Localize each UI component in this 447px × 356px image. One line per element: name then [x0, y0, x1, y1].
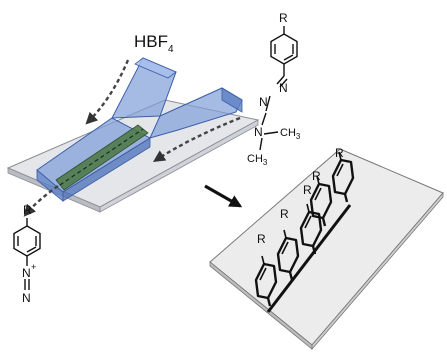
acid-label: HBF4 — [134, 32, 174, 55]
inlet-channel-lower-end — [221, 87, 243, 113]
film-baseline — [266, 204, 352, 313]
surface-plate-edge-right — [311, 191, 444, 351]
triazene-n2: N — [259, 95, 268, 109]
surface-r-label-2: R — [280, 207, 289, 221]
triazene-n1: N — [279, 81, 288, 95]
aryl-r-bond-1 — [261, 255, 265, 265]
aryl-ring-bond-2 — [281, 241, 289, 255]
methyl-label-b: CH3 — [247, 153, 268, 167]
acid-flow-arrow — [85, 59, 130, 125]
surface-r-label-4: R — [312, 169, 321, 183]
aryl-r-bond-3 — [306, 203, 310, 213]
aryl-r-bond-2 — [283, 229, 287, 239]
aryl-surface-bond-1 — [266, 297, 272, 307]
mixing-zone-centerline — [59, 128, 144, 186]
aryl-ring-bond-3 — [304, 215, 312, 229]
aryl-surface-bond-2 — [288, 271, 294, 281]
outlet-flow-arrow — [23, 185, 59, 217]
surface-r-label-1: R — [257, 232, 266, 246]
aryl-film — [254, 151, 355, 313]
triazene-n3: N — [254, 125, 263, 139]
surface-plate — [209, 148, 444, 346]
inlet-channel-upper-top — [134, 57, 177, 79]
aryl-ring-bond-4 — [314, 187, 322, 201]
microfluidic-chip — [6, 57, 260, 213]
reaction-arrow — [204, 184, 243, 208]
surface-r-label-5: R — [335, 146, 344, 160]
triazene-r-label: R — [279, 11, 288, 25]
grafted-surface — [209, 148, 444, 351]
aryl-surface-bond-4 — [321, 217, 327, 227]
surface-r-label-3: R — [303, 183, 312, 197]
diazonium-structure: R — [13, 203, 41, 290]
triazene-flow-arrow — [152, 116, 241, 162]
aryl-ring-bond-5 — [336, 163, 344, 177]
methyl-label-a: CH3 — [280, 127, 301, 141]
aryl-r-bond-5 — [338, 151, 342, 161]
aryl-r-bond-4 — [316, 175, 320, 185]
diazonium-charge: + — [31, 262, 36, 272]
chip-right-edge — [99, 119, 259, 213]
triazene-structure: R — [259, 11, 298, 151]
aryl-surface-bond-3 — [311, 245, 317, 255]
flow-arrows — [23, 59, 241, 217]
diazonium-n-terminal: N — [22, 291, 31, 305]
surface-r-labels: R R R R R — [257, 146, 344, 246]
aryl-surface-bond-5 — [343, 193, 349, 203]
diazonium-n-plus: N — [22, 266, 31, 280]
aryl-ring-bond-1 — [259, 267, 267, 281]
diazonium-r-label: R — [23, 203, 32, 217]
main-channel-side — [62, 137, 151, 202]
